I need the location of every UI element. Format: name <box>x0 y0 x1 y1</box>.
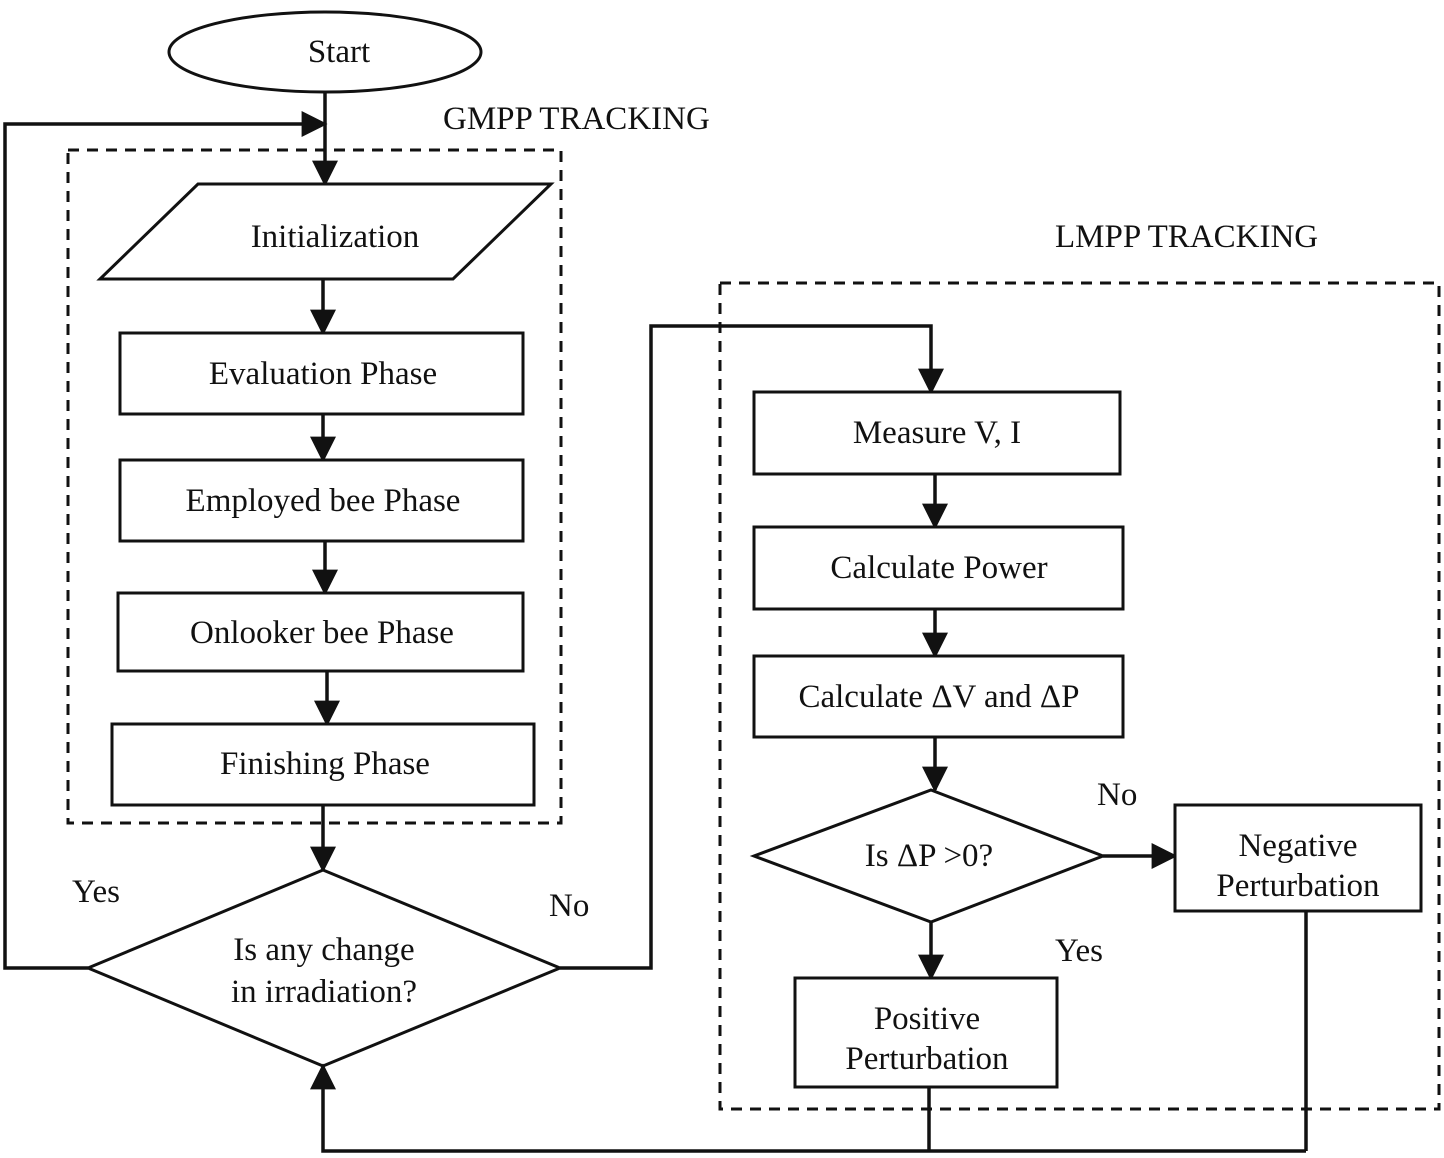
calculate-delta-node <box>752 654 1125 739</box>
negative-perturbation-line2: Perturbation <box>1216 868 1379 904</box>
arrow-yes-loop-to-gmpp <box>3 111 328 970</box>
irradiation-no-label: No <box>549 888 589 924</box>
start-label: Start <box>308 34 370 70</box>
delta-p-yes-label: Yes <box>1055 933 1103 969</box>
lmpp-tracking-label: LMPP TRACKING <box>1055 219 1318 255</box>
positive-perturbation-line2: Perturbation <box>845 1041 1008 1077</box>
negative-perturbation-node <box>1173 803 1423 913</box>
gmpp-tracking-region <box>66 148 563 825</box>
finishing-phase-label: Finishing Phase <box>220 746 430 782</box>
calculate-power-node <box>752 525 1125 611</box>
measure-vi-label: Measure V, I <box>853 415 1021 451</box>
irradiation-yes-label: Yes <box>72 874 120 910</box>
arrow-return-to-decision <box>310 1063 1306 1153</box>
employed-bee-phase-node <box>118 458 525 543</box>
initialization-label: Initialization <box>251 219 420 255</box>
measure-vi-node <box>752 390 1122 476</box>
gmpp-tracking-label: GMPP TRACKING <box>443 101 710 137</box>
calculate-power-label: Calculate Power <box>830 550 1047 586</box>
onlooker-bee-phase-node <box>116 591 525 673</box>
initialization-node <box>96 182 555 281</box>
irradiation-decision-line2: in irradiation? <box>231 974 417 1010</box>
employed-bee-phase-label: Employed bee Phase <box>186 483 461 519</box>
irradiation-change-decision <box>84 868 564 1068</box>
negative-perturbation-line1: Negative <box>1238 828 1357 864</box>
lmpp-tracking-region <box>718 281 1441 1111</box>
evaluation-phase-label: Evaluation Phase <box>209 356 437 392</box>
delta-p-decision-label: Is ΔP >0? <box>865 838 993 874</box>
onlooker-bee-phase-label: Onlooker bee Phase <box>190 615 454 651</box>
calculate-delta-label: Calculate ΔV and ΔP <box>798 679 1079 715</box>
irradiation-decision-line1: Is any change <box>233 932 414 968</box>
evaluation-phase-node <box>118 331 525 416</box>
arrow-no-to-lmpp <box>560 324 944 970</box>
delta-p-no-label: No <box>1097 777 1137 813</box>
finishing-phase-node <box>110 722 536 807</box>
positive-perturbation-line1: Positive <box>874 1001 980 1037</box>
positive-perturbation-node <box>793 976 1059 1089</box>
